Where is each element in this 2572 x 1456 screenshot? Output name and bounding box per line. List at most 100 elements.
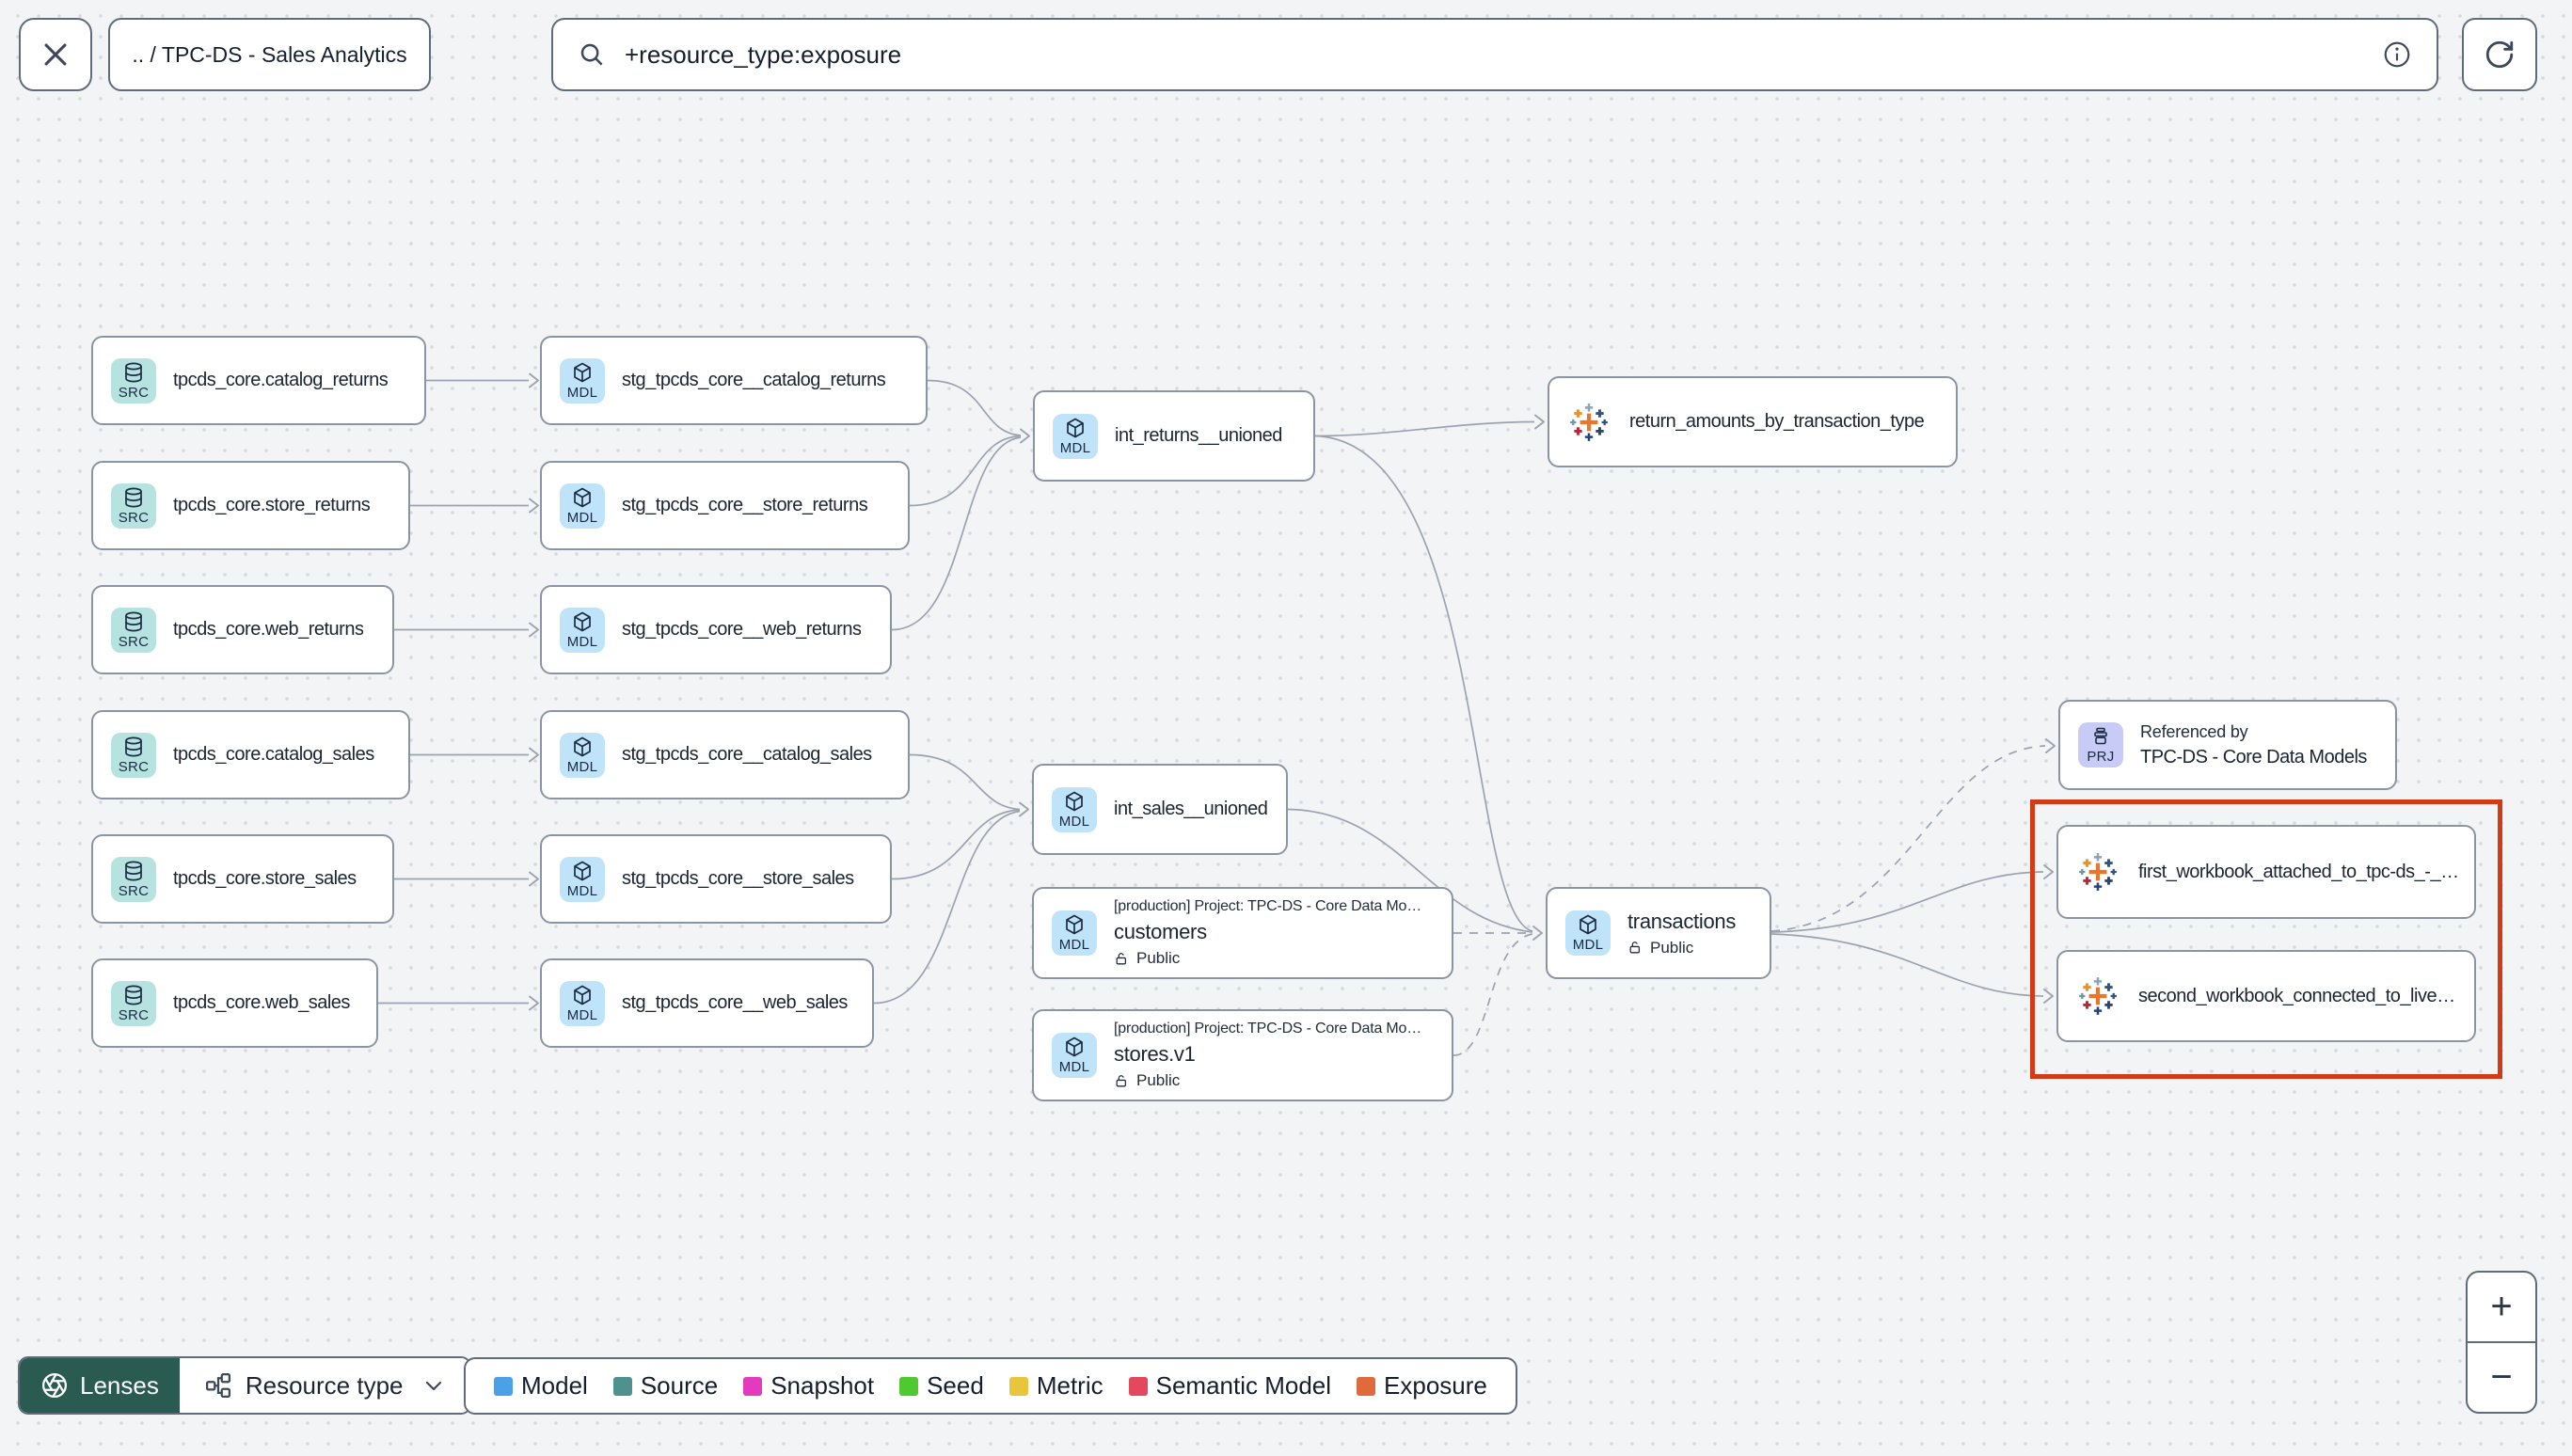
node-exposure-second-workbook[interactable]: second_workbook_connected_to_live… <box>2056 950 2476 1042</box>
node-source-store-sales[interactable]: SRC tpcds_core.store_sales <box>91 834 394 924</box>
legend-swatch <box>612 1376 632 1396</box>
cube-icon <box>571 361 594 384</box>
node-label: tpcds_core.web_returns <box>173 619 364 640</box>
zoom-in-button[interactable]: + <box>2468 1273 2535 1343</box>
model-badge: MDL <box>560 483 605 529</box>
source-badge: SRC <box>111 732 156 778</box>
legend-swatch <box>1128 1376 1148 1396</box>
resource-type-dropdown[interactable]: Resource type <box>179 1358 469 1413</box>
legend-swatch <box>494 1376 513 1396</box>
model-badge: MDL <box>560 980 605 1026</box>
cube-icon <box>1064 417 1087 439</box>
lenses-label: Lenses <box>80 1370 159 1400</box>
referenced-by-label: Referenced by <box>2140 721 2248 741</box>
lenses-control: Lenses Resource type <box>18 1356 471 1415</box>
legend-item-model: Model <box>494 1371 588 1401</box>
cube-icon <box>1063 1036 1086 1058</box>
node-stg-store-returns[interactable]: MDL stg_tpcds_core__store_returns <box>540 461 910 550</box>
refresh-button[interactable] <box>2462 18 2537 91</box>
node-label: int_returns__unioned <box>1115 425 1282 446</box>
node-transactions[interactable]: MDL transactions Public <box>1546 887 1771 979</box>
node-label: stg_tpcds_core__store_returns <box>622 495 868 515</box>
node-int-returns-unioned[interactable]: MDL int_returns__unioned <box>1033 390 1315 482</box>
node-label: customers <box>1114 920 1207 943</box>
breadcrumb-label: .. / TPC-DS - Sales Analytics <box>132 41 407 67</box>
model-badge: MDL <box>560 732 605 778</box>
legend-swatch <box>1357 1376 1376 1396</box>
node-exposure-first-workbook[interactable]: first_workbook_attached_to_tpc-ds_-_… <box>2056 825 2476 919</box>
node-stg-catalog-sales[interactable]: MDL stg_tpcds_core__catalog_sales <box>540 710 910 799</box>
model-badge: MDL <box>1052 786 1097 832</box>
close-button[interactable] <box>19 18 92 91</box>
source-badge: SRC <box>111 357 156 404</box>
zoom-out-button[interactable]: − <box>2490 1356 2513 1398</box>
node-label: second_workbook_connected_to_live… <box>2138 985 2455 1006</box>
node-int-sales-unioned[interactable]: MDL int_sales__unioned <box>1032 764 1288 855</box>
model-badge: MDL <box>560 607 605 653</box>
refresh-icon <box>2484 39 2516 71</box>
legend-item-seed: Seed <box>899 1371 984 1401</box>
node-source-store-returns[interactable]: SRC tpcds_core.store_returns <box>91 461 410 550</box>
database-icon <box>122 486 145 509</box>
chevron-down-icon <box>422 1374 445 1397</box>
source-badge: SRC <box>111 980 156 1026</box>
node-stg-web-sales[interactable]: MDL stg_tpcds_core__web_sales <box>540 958 874 1048</box>
source-badge: SRC <box>111 856 156 902</box>
node-stg-catalog-returns[interactable]: MDL stg_tpcds_core__catalog_returns <box>540 336 928 425</box>
cube-icon <box>1577 913 1599 936</box>
cube-icon <box>571 486 594 509</box>
legend-item-semantic-model: Semantic Model <box>1128 1371 1331 1401</box>
node-exposure-return-amounts[interactable]: return_amounts_by_transaction_type <box>1548 376 1958 467</box>
legend-swatch <box>1008 1376 1028 1396</box>
unlock-icon <box>1114 951 1130 967</box>
model-badge: MDL <box>560 856 605 902</box>
cube-icon <box>1063 790 1086 813</box>
legend-item-snapshot: Snapshot <box>743 1371 874 1401</box>
cube-icon <box>571 860 594 882</box>
cube-icon <box>571 610 594 633</box>
database-icon <box>122 736 145 758</box>
node-label: stg_tpcds_core__catalog_sales <box>622 744 872 765</box>
node-referenced-by-project[interactable]: PRJ Referenced by TPC-DS - Core Data Mod… <box>2058 700 2397 790</box>
node-access: Public <box>1114 949 1421 968</box>
tableau-icon <box>2076 974 2120 1018</box>
node-label: tpcds_core.catalog_sales <box>173 744 374 765</box>
node-source-web-sales[interactable]: SRC tpcds_core.web_sales <box>91 958 378 1048</box>
database-icon <box>122 361 145 384</box>
legend-swatch <box>899 1376 919 1396</box>
cube-icon <box>571 736 594 758</box>
node-label: transactions <box>1627 909 1737 933</box>
node-access: Public <box>1114 1071 1421 1090</box>
node-label: first_workbook_attached_to_tpc-ds_-_… <box>2138 861 2459 882</box>
node-source-catalog-returns[interactable]: SRC tpcds_core.catalog_returns <box>91 336 426 425</box>
tableau-icon <box>2076 850 2120 894</box>
source-badge: SRC <box>111 607 156 653</box>
legend: Model Source Snapshot Seed Metric Semant… <box>464 1357 1517 1415</box>
node-access: Public <box>1627 939 1736 957</box>
search-icon <box>578 40 606 69</box>
model-badge: MDL <box>1052 910 1097 956</box>
tableau-icon <box>1567 401 1611 444</box>
node-source-catalog-sales[interactable]: SRC tpcds_core.catalog_sales <box>91 710 410 799</box>
node-stores-v1[interactable]: MDL [production] Project: TPC-DS - Core … <box>1032 1009 1453 1101</box>
model-badge: MDL <box>1053 413 1098 459</box>
node-label: return_amounts_by_transaction_type <box>1629 411 1925 432</box>
breadcrumb[interactable]: .. / TPC-DS - Sales Analytics <box>108 18 431 91</box>
legend-item-exposure: Exposure <box>1357 1371 1487 1401</box>
project-badge: PRJ <box>2078 722 2123 768</box>
search-input[interactable] <box>623 39 2365 71</box>
node-label: tpcds_core.store_returns <box>173 495 371 515</box>
node-source-web-returns[interactable]: SRC tpcds_core.web_returns <box>91 585 394 674</box>
resource-type-icon <box>204 1371 232 1400</box>
node-label: stg_tpcds_core__web_sales <box>622 992 848 1013</box>
node-customers[interactable]: MDL [production] Project: TPC-DS - Core … <box>1032 887 1453 979</box>
database-icon <box>122 610 145 633</box>
database-icon <box>122 860 145 882</box>
model-badge: MDL <box>1565 910 1611 956</box>
node-stg-store-sales[interactable]: MDL stg_tpcds_core__store_sales <box>540 834 892 924</box>
legend-swatch <box>743 1376 763 1396</box>
info-icon[interactable] <box>2382 40 2412 70</box>
lenses-button[interactable]: Lenses <box>20 1358 180 1413</box>
node-stg-web-returns[interactable]: MDL stg_tpcds_core__web_returns <box>540 585 892 674</box>
node-label: stg_tpcds_core__web_returns <box>622 619 862 640</box>
